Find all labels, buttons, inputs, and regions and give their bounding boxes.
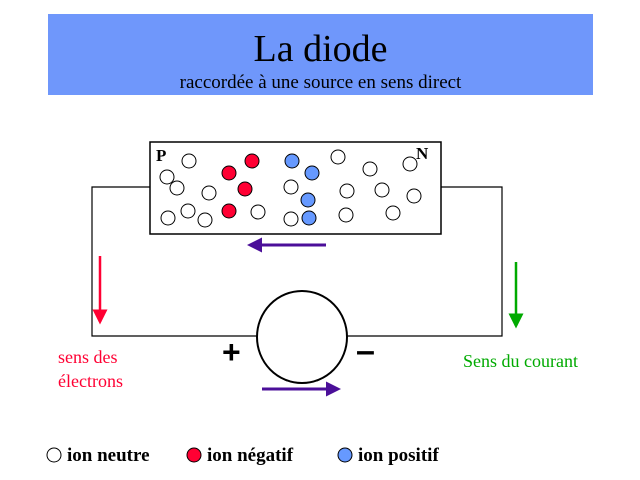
legend-positive-dot (337, 447, 353, 463)
neutral-ion (283, 179, 299, 195)
legend-neutral: ion neutre (67, 445, 150, 466)
neutral-ion (180, 203, 196, 219)
legend-negative-dot (186, 447, 202, 463)
positive-ion (301, 210, 317, 226)
legend-dots (46, 447, 353, 463)
neutral-ion (201, 185, 217, 201)
neutral-ion (402, 156, 418, 172)
neutral-ion (406, 188, 422, 204)
neutral-ion (197, 212, 213, 228)
positive-ion (300, 192, 316, 208)
neutral-ion (160, 210, 176, 226)
neutral-ion (330, 149, 346, 165)
neutral-ion (374, 182, 390, 198)
legend-positive: ion positif (358, 445, 439, 466)
neutral-ion (338, 207, 354, 223)
n-label: N (416, 144, 429, 163)
subtitle: raccordée à une source en sens direct (179, 72, 462, 93)
voltage-source (256, 290, 348, 384)
neutral-ion (339, 183, 355, 199)
negative-ion (244, 153, 260, 169)
electron-label-line1: sens des (58, 347, 118, 367)
legend-negative: ion négatif (207, 445, 294, 466)
current-label: Sens du courant (463, 351, 578, 371)
neutral-ion (181, 153, 197, 169)
wires (91, 186, 503, 337)
ions (159, 149, 422, 228)
negative-ion (221, 165, 237, 181)
positive-ion (304, 165, 320, 181)
neutral-ion (283, 211, 299, 227)
negative-ion (221, 203, 237, 219)
neutral-ion (362, 161, 378, 177)
legend-neutral-dot (46, 447, 62, 463)
title-banner: La diode raccordée à une source en sens … (48, 14, 593, 95)
electron-label-line2: électrons (58, 371, 123, 391)
plus-sign: + (222, 334, 241, 370)
p-label: P (156, 146, 167, 165)
neutral-ion (385, 205, 401, 221)
neutral-ion (159, 169, 175, 185)
minus-sign: – (356, 332, 375, 370)
positive-ion (284, 153, 300, 169)
neutral-ion (250, 204, 266, 220)
title: La diode (253, 28, 388, 70)
neutral-ion (169, 180, 185, 196)
negative-ion (237, 181, 253, 197)
